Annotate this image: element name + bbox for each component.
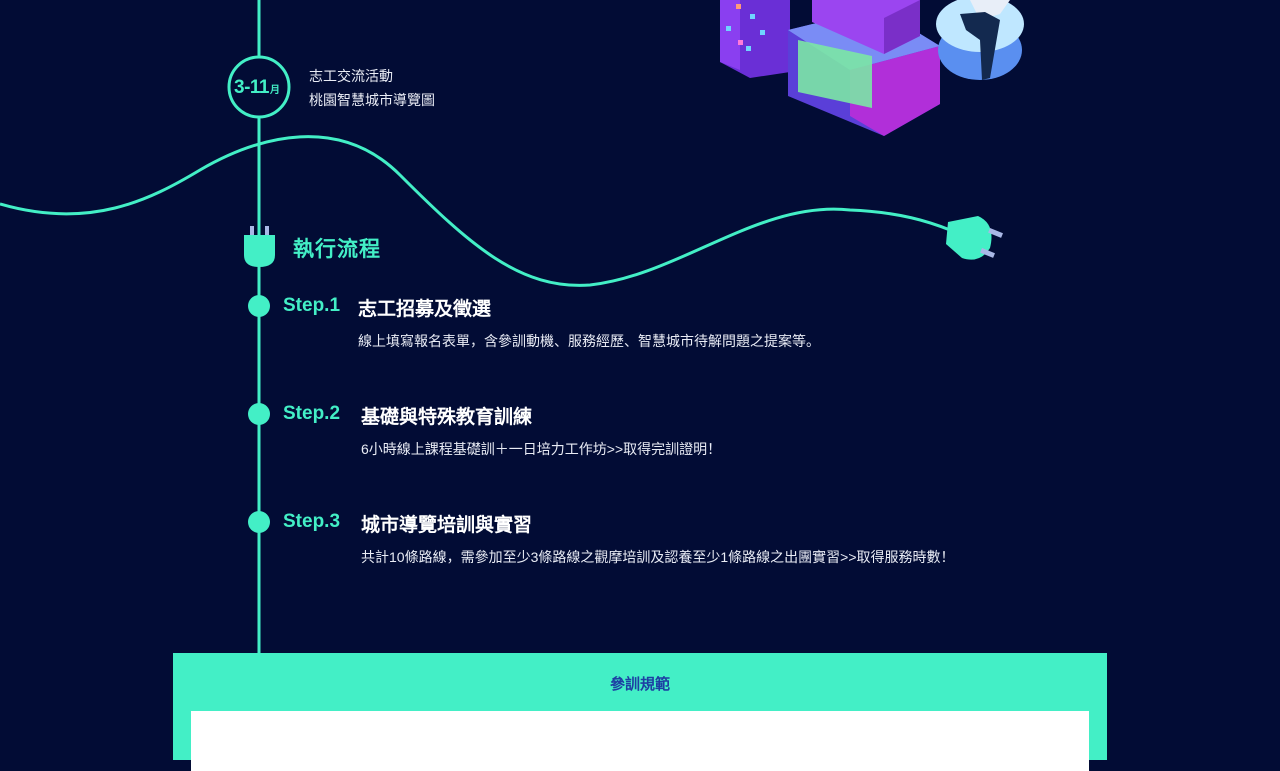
month-circle <box>227 55 291 119</box>
step-1-desc: 線上填寫報名表單，含參訓動機、服務經歷、智慧城市待解問題之提案等。 <box>358 333 820 349</box>
plug-icon <box>244 226 275 267</box>
step-3-desc: 共計10條路線，需參加至少3條路線之觀摩培訓及認養至少1條路線之出團實習>>取得… <box>361 549 955 565</box>
step-2-label: Step.2 <box>283 403 341 424</box>
event-name: 志工交流活動 <box>309 68 393 84</box>
event-month: 3-11月 <box>234 77 280 98</box>
isometric-city-illustration <box>720 0 1024 136</box>
step-1-dot <box>248 295 270 317</box>
step-1-title: 志工招募及徵選 <box>358 299 492 320</box>
step-1-label: Step.1 <box>283 295 341 316</box>
step-2-desc: 6小時線上課程基礎訓＋一日培力工作坊>>取得完訓證明！ <box>361 441 722 457</box>
step-3-dot <box>248 511 270 533</box>
step-2-title: 基礎與特殊教育訓練 <box>361 407 533 428</box>
step-3-title: 城市導覽培訓與實習 <box>361 515 533 536</box>
section-title: 執行流程 <box>293 238 381 261</box>
event-location: 桃園智慧城市導覽圖 <box>309 92 435 108</box>
step-2-dot <box>248 403 270 425</box>
rules-title: 參訓規範 <box>609 676 670 693</box>
rules-content-box <box>191 711 1089 771</box>
cable-plug-icon <box>946 216 1003 260</box>
cable-wave <box>0 135 951 287</box>
step-3-label: Step.3 <box>283 511 341 532</box>
rules-panel: 參訓規範 <box>173 653 1107 771</box>
